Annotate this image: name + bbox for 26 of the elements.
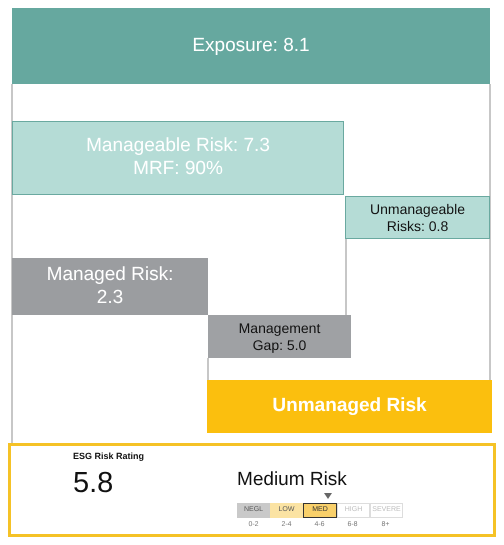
bar-label: Management Gap: 5.0 [238,320,322,354]
scale-segment [237,503,270,518]
bar-label: Unmanaged Risk [272,395,427,418]
management-gap-bar [208,315,351,358]
scale-segment [270,503,303,518]
scale-segment [303,503,337,518]
connector-line [489,84,491,380]
unmanaged-risk-bar [207,380,492,433]
rating-category: Medium Risk [237,470,347,491]
connector-line [11,84,13,443]
bar-label: Unmanageable Risks: 0.8 [369,200,466,234]
connector-line [345,239,347,315]
bar-label: MRF: 90% [133,158,223,181]
bar-label: Exposure: 8.1 [192,34,310,58]
rating-heading: ESG Risk Rating [73,452,144,462]
bar-label: Manageable Risk: 7.3 [86,135,270,158]
exposure-bar [12,8,490,84]
scale-segment [370,503,403,518]
bar-label: Managed Risk: 2.3 [46,264,174,310]
rating-panel [8,443,496,537]
unmanageable-risk-bar [345,196,490,239]
manageable-risk-bar [12,121,344,195]
scale-segment [337,503,370,518]
connector-line [207,358,209,380]
rating-value: 5.8 [73,468,114,500]
managed-risk-bar [12,258,208,315]
